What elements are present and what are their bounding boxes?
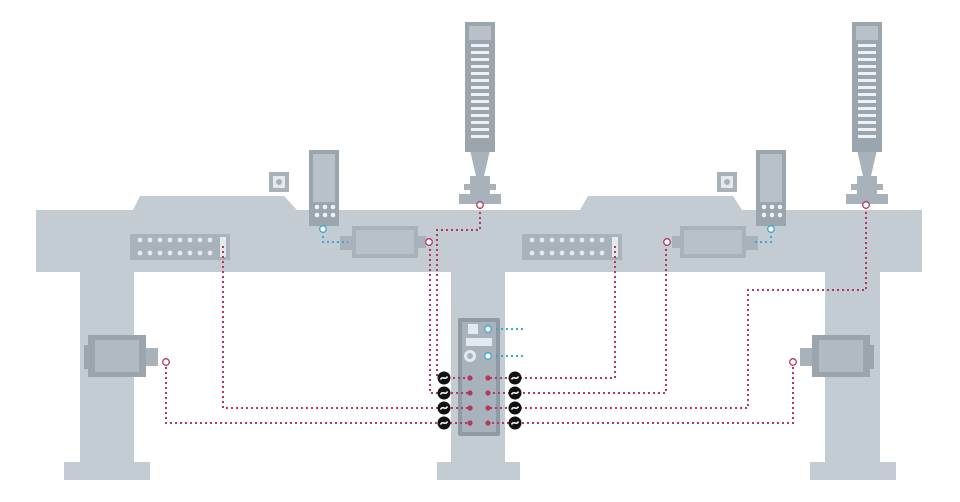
pneumatic-cylinder-left bbox=[340, 226, 426, 258]
proximity-sensor-right bbox=[756, 150, 786, 226]
support-leg-left-foot bbox=[64, 462, 150, 480]
wire-endpoints bbox=[162, 201, 870, 366]
m12-connector-icon bbox=[508, 386, 522, 400]
m12-connector-icon bbox=[437, 371, 451, 385]
central-distribution-box bbox=[458, 318, 500, 436]
beam-plate-left bbox=[133, 196, 297, 210]
gripper-actuator-right bbox=[800, 335, 874, 377]
gripper-actuator-left bbox=[84, 335, 158, 377]
m12-connector-icon bbox=[508, 416, 522, 430]
m12-connector-icon bbox=[437, 401, 451, 415]
stack-light-right bbox=[846, 22, 888, 204]
m12-connector-icon bbox=[437, 386, 451, 400]
wire-gripper-right bbox=[488, 362, 794, 424]
wire-cyl-left bbox=[429, 244, 470, 394]
m12-connector-icon bbox=[437, 416, 451, 430]
proximity-sensor-left bbox=[309, 150, 339, 226]
m12-connector-icon bbox=[508, 401, 522, 415]
status-indicator-right bbox=[717, 172, 737, 192]
support-leg-center-foot bbox=[437, 462, 520, 480]
wire-gripper-left bbox=[165, 362, 470, 424]
beam-plate-right bbox=[580, 196, 742, 210]
support-leg-right-foot bbox=[810, 462, 896, 480]
stack-light-left bbox=[459, 22, 501, 204]
io-module-right bbox=[522, 234, 622, 260]
io-module-left bbox=[130, 234, 230, 260]
wire-io-right bbox=[488, 246, 616, 379]
m12-connectors bbox=[437, 371, 522, 430]
pneumatic-cylinder-right bbox=[672, 226, 758, 258]
wire-stack-right bbox=[488, 207, 867, 409]
red-signal-wires bbox=[165, 207, 867, 424]
m12-connector-icon bbox=[508, 371, 522, 385]
wire-io-left bbox=[222, 246, 470, 409]
status-indicator-left bbox=[269, 172, 289, 192]
